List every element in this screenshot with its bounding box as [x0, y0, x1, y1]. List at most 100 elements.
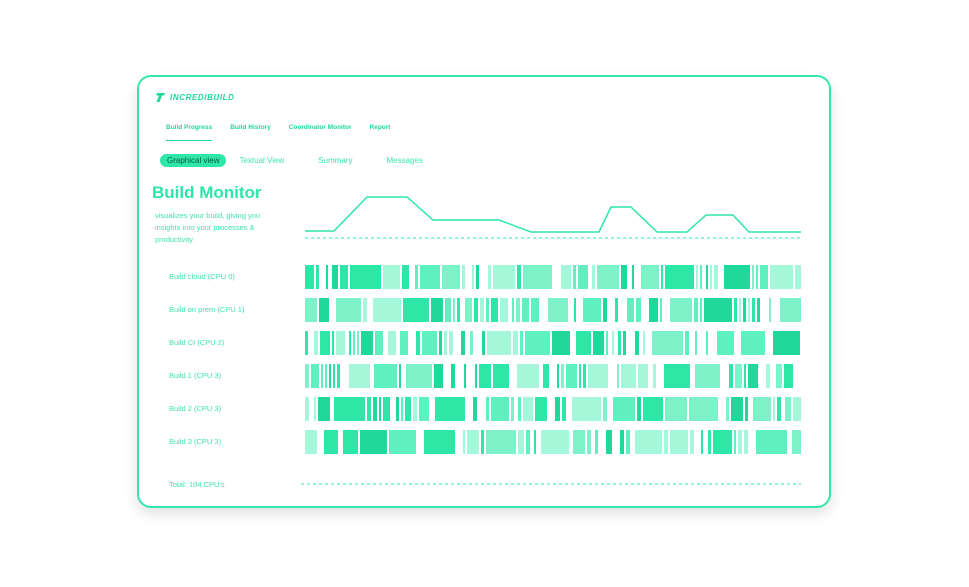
activity-bar — [744, 364, 746, 388]
activity-bar — [694, 298, 698, 322]
activity-bar — [769, 298, 771, 322]
activity-bar — [561, 265, 571, 289]
activity-bar — [649, 298, 658, 322]
activity-bar — [332, 331, 334, 355]
tab-build-progress[interactable]: Build Progress — [166, 124, 213, 141]
activity-bar — [643, 331, 645, 355]
activity-bar — [766, 364, 770, 388]
activity-bar — [595, 430, 598, 454]
activity-bar — [653, 364, 656, 388]
activity-bar — [770, 265, 793, 289]
activity-bar — [700, 265, 702, 289]
activity-bar — [566, 364, 577, 388]
activity-bar — [434, 364, 443, 388]
activity-bar — [357, 331, 359, 355]
activity-bar — [583, 298, 601, 322]
activity-bar — [420, 265, 440, 289]
activity-bar — [665, 397, 687, 421]
activity-bar — [548, 298, 568, 322]
activity-bar — [717, 331, 734, 355]
incredibuild-logo: INCREDIBUILD — [155, 92, 235, 103]
activity-bar — [336, 298, 361, 322]
activity-bar — [552, 331, 570, 355]
activity-bar — [482, 331, 485, 355]
activity-bar — [389, 430, 416, 454]
subtab-textual-view[interactable]: Textual View — [239, 156, 285, 165]
activity-bar — [518, 397, 521, 421]
activity-bar — [612, 331, 614, 355]
total-cpus: Total: 104 CPU's — [169, 480, 225, 489]
activity-bar — [643, 397, 663, 421]
activity-bar — [744, 430, 748, 454]
activity-bar — [689, 397, 718, 421]
activity-bar — [793, 397, 801, 421]
activity-bar — [475, 364, 477, 388]
activity-bar — [520, 331, 523, 355]
activity-bar — [486, 430, 516, 454]
activity-bar — [726, 397, 729, 421]
activity-bar — [541, 430, 569, 454]
activity-bar — [606, 430, 612, 454]
activity-bar — [603, 298, 607, 322]
activity-bar — [573, 265, 576, 289]
activity-bar — [472, 265, 474, 289]
activity-bar — [314, 331, 318, 355]
activity-bar — [435, 397, 465, 421]
activity-bar — [773, 331, 800, 355]
tab-coordinator-monitor[interactable]: Coordinator Monitor — [288, 124, 352, 131]
activity-bar — [543, 364, 549, 388]
activity-bar — [741, 331, 765, 355]
activity-bar — [690, 430, 694, 454]
subtab-graphical-view[interactable]: Graphical view — [160, 154, 227, 167]
activity-bar — [311, 364, 319, 388]
activity-bar — [337, 364, 340, 388]
activity-bar — [424, 430, 455, 454]
activity-bar — [641, 265, 659, 289]
activity-bar — [305, 397, 309, 421]
activity-bar — [476, 265, 479, 289]
logo-text: INCREDIBUILD — [170, 93, 235, 102]
activity-bar — [321, 364, 323, 388]
activity-bar — [445, 298, 451, 322]
activity-bar — [708, 430, 711, 454]
activity-bar — [738, 430, 742, 454]
activity-bar — [373, 298, 401, 322]
activity-bar — [479, 364, 491, 388]
activity-bar — [526, 430, 530, 454]
activity-bar — [517, 364, 539, 388]
activity-bar — [343, 430, 358, 454]
activity-bar — [349, 364, 370, 388]
activity-bar — [500, 298, 508, 322]
activity-bar — [696, 265, 698, 289]
activity-bar — [305, 430, 317, 454]
tab-report[interactable]: Report — [369, 124, 391, 131]
activity-bar — [415, 265, 418, 289]
activity-bar — [361, 331, 373, 355]
activity-bar — [636, 298, 641, 322]
activity-bar — [493, 364, 509, 388]
activity-bar — [620, 430, 624, 454]
activity-bar — [523, 265, 552, 289]
activity-bar — [785, 397, 791, 421]
activity-bar — [660, 298, 662, 322]
activity-bar — [512, 298, 514, 322]
activity-bar — [399, 364, 401, 388]
cpu-activity-bars — [305, 265, 801, 454]
activity-bar — [388, 331, 396, 355]
activity-bar — [442, 265, 460, 289]
main-nav: Build Progress Build History Coordinator… — [166, 124, 408, 141]
activity-bar — [487, 331, 511, 355]
subtab-messages[interactable]: Messages — [386, 156, 423, 165]
subtab-summary[interactable]: Summary — [318, 156, 353, 165]
activity-bar — [706, 265, 708, 289]
activity-bar — [517, 265, 521, 289]
activity-bar — [451, 364, 455, 388]
activity-bar — [453, 298, 455, 322]
activity-bar — [704, 298, 732, 322]
activity-bar — [305, 298, 317, 322]
activity-bar — [535, 397, 547, 421]
activity-bar — [792, 430, 801, 454]
activity-bar — [729, 364, 733, 388]
activity-bar — [753, 397, 771, 421]
tab-build-history[interactable]: Build History — [230, 124, 271, 131]
